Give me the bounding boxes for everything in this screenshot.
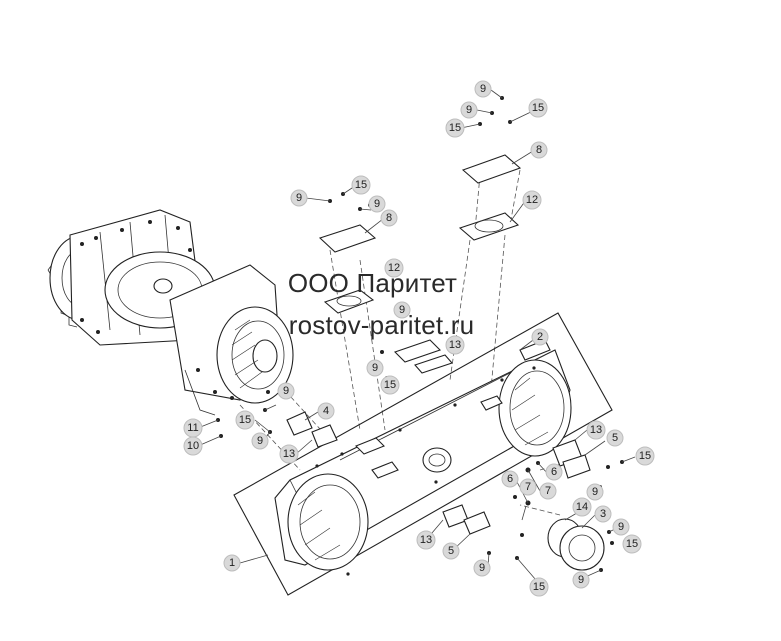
svg-text:9: 9 (296, 192, 302, 204)
svg-text:9: 9 (257, 435, 263, 447)
svg-text:15: 15 (239, 414, 251, 426)
final-drive-assembly (47, 209, 294, 416)
callout-9: 9 (251, 432, 269, 450)
callout-6: 6 (501, 470, 519, 488)
callout-9: 9 (474, 80, 492, 98)
watermark-website: rostov-paritet.ru (288, 310, 475, 340)
callout-13: 13 (586, 420, 606, 440)
callout-4: 4 (317, 402, 335, 420)
callout-13: 13 (279, 444, 299, 464)
svg-text:14: 14 (576, 501, 588, 513)
svg-text:15: 15 (533, 581, 545, 593)
svg-text:12: 12 (526, 194, 538, 206)
callout-5: 5 (606, 429, 624, 447)
svg-text:9: 9 (374, 198, 380, 210)
callout-2: 2 (531, 328, 549, 346)
callout-12: 12 (384, 258, 404, 278)
svg-text:13: 13 (449, 339, 461, 351)
callout-15: 15 (235, 410, 255, 430)
svg-text:6: 6 (551, 466, 557, 478)
svg-text:3: 3 (600, 508, 606, 520)
svg-text:15: 15 (639, 450, 651, 462)
callout-15: 15 (622, 534, 642, 554)
svg-text:9: 9 (479, 562, 485, 574)
callout-9: 9 (368, 195, 386, 213)
svg-text:15: 15 (626, 538, 638, 550)
svg-text:13: 13 (420, 534, 432, 546)
callout-7: 7 (539, 482, 557, 500)
callout-9: 9 (460, 101, 478, 119)
callout-15: 15 (528, 98, 548, 118)
callout-15: 15 (635, 446, 655, 466)
callout-9: 9 (290, 189, 308, 207)
svg-text:9: 9 (578, 574, 584, 586)
cover-plates (318, 154, 522, 374)
callout-9: 9 (366, 359, 384, 377)
svg-text:11: 11 (187, 422, 198, 434)
svg-text:13: 13 (590, 424, 602, 436)
main-case-frame (233, 312, 613, 596)
callout-10: 10 (183, 436, 203, 456)
svg-text:9: 9 (480, 83, 486, 95)
callout-3: 3 (594, 505, 612, 523)
svg-text:7: 7 (545, 485, 551, 497)
callout-14: 14 (572, 497, 592, 517)
callout-12: 12 (522, 190, 542, 210)
svg-text:9: 9 (372, 362, 378, 374)
callout-13: 13 (416, 530, 436, 550)
callout-9: 9 (586, 483, 604, 501)
svg-text:10: 10 (187, 440, 199, 452)
watermark-company-name: ООО Паритет (287, 268, 458, 298)
side-covers (286, 411, 605, 571)
svg-text:15: 15 (449, 122, 461, 134)
svg-text:9: 9 (618, 521, 624, 533)
svg-text:15: 15 (532, 102, 544, 114)
callouts: 9 9 15 15 8 12 9 15 9 8 12 9 13 9 15 2 9… (183, 80, 655, 597)
svg-text:8: 8 (536, 144, 542, 156)
callout-8: 8 (530, 141, 548, 159)
callout-5: 5 (442, 542, 460, 560)
callout-11: 11 (183, 418, 203, 438)
callout-8: 8 (380, 209, 398, 227)
svg-text:9: 9 (592, 486, 598, 498)
svg-text:2: 2 (537, 331, 543, 343)
callout-7: 7 (519, 478, 537, 496)
svg-text:15: 15 (355, 179, 367, 191)
svg-text:12: 12 (388, 262, 400, 274)
callout-15: 15 (529, 577, 549, 597)
callout-6: 6 (545, 463, 563, 481)
svg-text:9: 9 (466, 104, 472, 116)
svg-text:5: 5 (448, 545, 454, 557)
svg-text:9: 9 (283, 385, 289, 397)
callout-15: 15 (351, 175, 371, 195)
callout-15: 15 (380, 375, 400, 395)
svg-text:15: 15 (384, 379, 396, 391)
callout-1: 1 (223, 554, 241, 572)
svg-text:8: 8 (386, 212, 392, 224)
svg-text:7: 7 (525, 481, 531, 493)
callout-9: 9 (473, 559, 491, 577)
callout-9: 9 (612, 518, 630, 536)
callout-9: 9 (393, 301, 411, 319)
track-frame-housing (274, 339, 572, 576)
callout-13: 13 (445, 335, 465, 355)
svg-text:1: 1 (229, 557, 235, 569)
svg-text:6: 6 (507, 473, 513, 485)
svg-text:5: 5 (612, 432, 618, 444)
svg-text:4: 4 (323, 405, 329, 417)
callout-9: 9 (572, 571, 590, 589)
svg-text:9: 9 (399, 304, 405, 316)
callout-15: 15 (445, 118, 465, 138)
svg-text:13: 13 (283, 448, 295, 460)
callout-9: 9 (277, 382, 295, 400)
